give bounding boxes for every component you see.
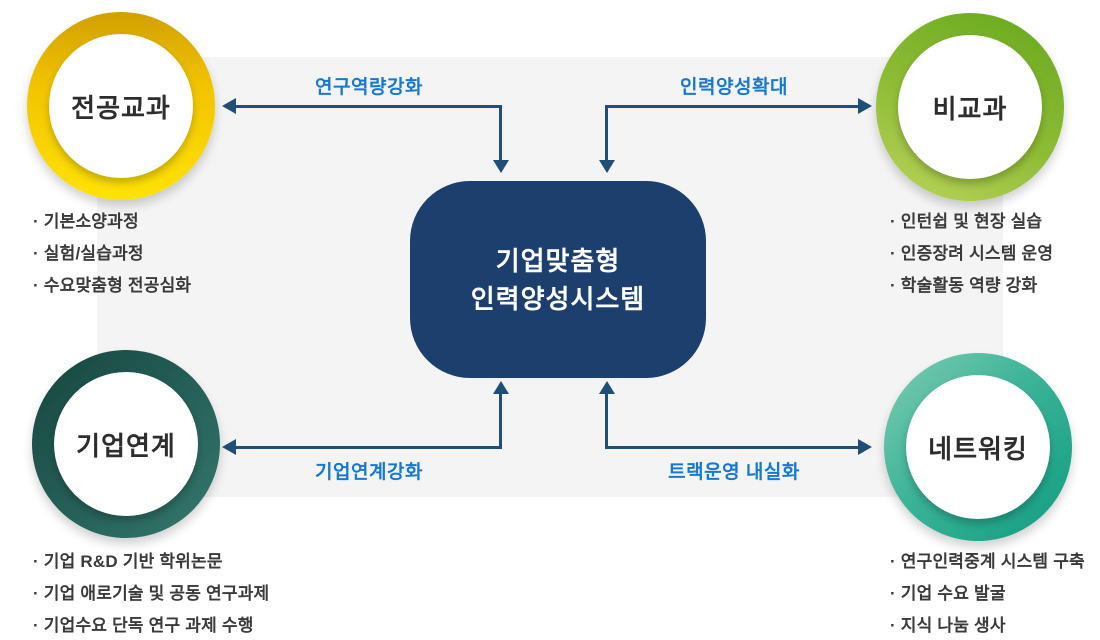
- list-item: · 연구인력중계 시스템 구축: [890, 552, 1085, 571]
- circle-industry-linkage-label: 기업연계: [54, 372, 198, 516]
- arrowhead-left-icon: [222, 98, 236, 114]
- arrowhead-down-icon: [493, 160, 509, 173]
- arrow-label-bottom-right: 트랙운영 내실화: [668, 462, 800, 483]
- center-system-box: 기업맞춤형 인력양성시스템: [410, 181, 706, 378]
- bullet-list-extra-curriculum: · 인턴쉽 및 현장 실습 · 인증장려 시스템 운영 · 학술활동 역량 강화: [890, 206, 1053, 302]
- circle-networking-label: 네트워킹: [906, 375, 1050, 519]
- list-item: · 인증장려 시스템 운영: [890, 244, 1054, 263]
- circle-extra-curriculum-label: 비교과: [898, 35, 1042, 179]
- circle-major-curriculum-label: 전공교과: [49, 34, 193, 178]
- list-item: · 기업수요 단독 연구 과제 수행: [33, 616, 254, 635]
- arrow-line-top-left-vertical: [499, 105, 502, 162]
- arrow-line-top-right-vertical: [605, 105, 608, 162]
- arrow-label-top-right: 인력양성확대: [680, 77, 788, 98]
- center-box-title-line1: 기업맞춤형: [495, 245, 621, 276]
- bullet-list-networking: · 연구인력중계 시스템 구축 · 기업 수요 발굴 · 지식 나눔 생사: [890, 546, 1085, 640]
- arrowhead-left-icon: [222, 439, 236, 455]
- arrow-label-top-left: 연구역량강화: [315, 77, 423, 98]
- arrowhead-up-icon: [599, 381, 615, 394]
- arrow-label-bottom-left: 기업연계강화: [315, 462, 423, 483]
- arrowhead-down-icon: [599, 160, 615, 173]
- list-item: · 인턴쉽 및 현장 실습: [890, 212, 1043, 231]
- circle-networking: 네트워킹: [884, 353, 1072, 541]
- arrow-line-bottom-left-horizontal: [236, 446, 502, 449]
- list-item: · 지식 나눔 생사: [890, 616, 1006, 635]
- arrow-line-top-right-horizontal: [608, 105, 860, 108]
- arrow-line-bottom-right-vertical: [605, 393, 608, 449]
- list-item: · 학술활동 역량 강화: [890, 276, 1038, 295]
- arrowhead-right-icon: [858, 98, 872, 114]
- circle-industry-linkage: 기업연계: [32, 350, 220, 538]
- center-box-title-line2: 인력양성시스템: [470, 283, 646, 314]
- arrow-line-bottom-right-horizontal: [608, 446, 860, 449]
- list-item: · 수요맞춤형 전공심화: [33, 276, 192, 295]
- list-item: · 기업 애로기술 및 공동 연구과제: [33, 584, 270, 603]
- arrow-line-top-left-horizontal: [236, 105, 502, 108]
- circle-extra-curriculum: 비교과: [876, 13, 1064, 201]
- list-item: · 실험/실습과정: [33, 244, 144, 263]
- arrow-line-bottom-left-vertical: [499, 393, 502, 449]
- circle-major-curriculum: 전공교과: [27, 12, 215, 200]
- arrowhead-right-icon: [858, 439, 872, 455]
- bullet-list-industry-linkage: · 기업 R&D 기반 학위논문 · 기업 애로기술 및 공동 연구과제 · 기…: [33, 546, 269, 640]
- list-item: · 기본소양과정: [33, 212, 139, 231]
- list-item: · 기업 R&D 기반 학위논문: [33, 552, 223, 571]
- bullet-list-major-curriculum: · 기본소양과정 · 실험/실습과정 · 수요맞춤형 전공심화: [33, 206, 191, 302]
- list-item: · 기업 수요 발굴: [890, 584, 1006, 603]
- arrowhead-up-icon: [493, 381, 509, 394]
